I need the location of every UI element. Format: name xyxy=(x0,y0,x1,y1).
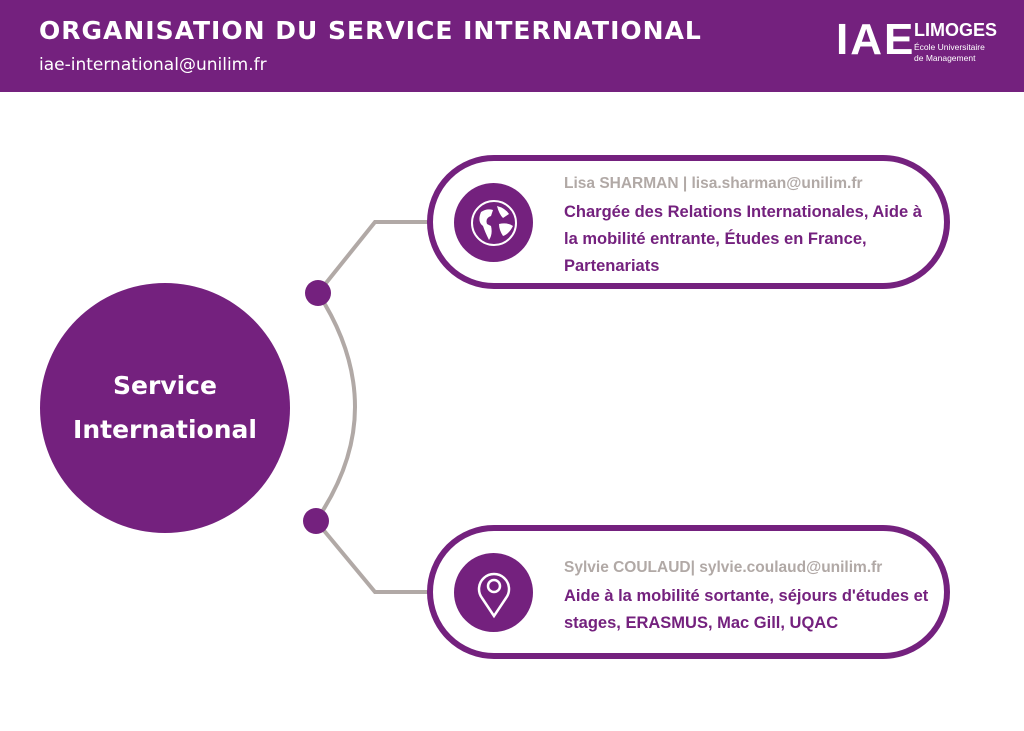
contact-card-lisa-sharman: Lisa SHARMAN | lisa.sharman@unilim.fr Ch… xyxy=(427,155,950,289)
contact-description: Chargée des Relations Internationales, A… xyxy=(564,203,922,275)
page-title: ORGANISATION DU SERVICE INTERNATIONAL xyxy=(39,16,702,45)
globe-icon xyxy=(454,183,533,262)
contact-name-email: Lisa SHARMAN | lisa.sharman@unilim.fr xyxy=(564,175,863,192)
contact-description: Aide à la mobilité sortante, séjours d'é… xyxy=(564,587,929,632)
map-pin-icon xyxy=(454,553,533,632)
header: ORGANISATION DU SERVICE INTERNATIONAL ia… xyxy=(0,0,1024,92)
contact-card-sylvie-coulaud: Sylvie COULAUD| sylvie.coulaud@unilim.fr… xyxy=(427,525,950,659)
logo-name: LIMOGES xyxy=(914,20,998,40)
logo-mark: IAE xyxy=(836,15,916,64)
connector-node-top xyxy=(305,280,331,306)
connector-node-bottom xyxy=(303,508,329,534)
contact-email[interactable]: iae-international@unilim.fr xyxy=(39,55,267,75)
contact-name-email: Sylvie COULAUD| sylvie.coulaud@unilim.fr xyxy=(564,559,883,576)
